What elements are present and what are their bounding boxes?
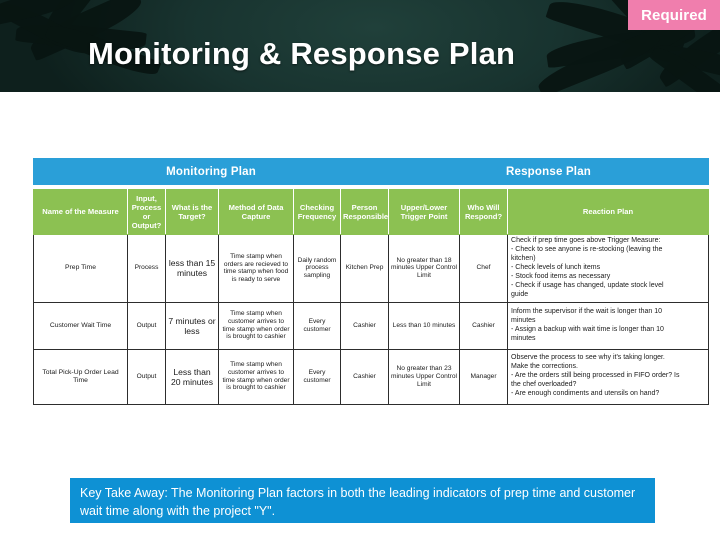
column-header-name-of-measure: Name of the Measure: [33, 189, 128, 235]
cell-target: 7 minutes or less: [165, 301, 219, 350]
cell-trigger: No greater than 18 minutes Upper Control…: [388, 234, 461, 303]
cell-reaction-plan: Check if prep time goes above Trigger Me…: [507, 234, 710, 303]
column-header-target: What is the Target?: [165, 189, 219, 235]
cell-responder: Manager: [459, 348, 509, 405]
cell-measure: Total Pick-Up Order Lead Time: [33, 348, 128, 405]
column-header-who-will-respond: Who Will Respond?: [459, 189, 509, 235]
cell-responder: Chef: [459, 234, 509, 303]
cell-responsible: Cashier: [339, 348, 390, 405]
cell-trigger: No greater than 23 minutes Upper Control…: [388, 348, 461, 405]
cell-reaction-plan: Observe the process to see why it's taki…: [507, 348, 710, 405]
cell-trigger: Less than 10 minutes: [388, 301, 461, 350]
cell-type: Output: [127, 301, 166, 350]
column-header-checking-frequency: Checking Frequency: [293, 189, 341, 235]
table-group-header-row: Monitoring Plan Response Plan: [32, 158, 710, 185]
cell-responsible: Cashier: [339, 301, 390, 350]
cell-measure: Prep Time: [33, 234, 128, 303]
cell-frequency: Every customer: [293, 301, 341, 350]
column-header-method-of-data-capture: Method of Data Capture: [218, 189, 294, 235]
table-row: Customer Wait Time Output 7 minutes or l…: [33, 301, 710, 350]
cell-target: Less than 20 minutes: [165, 348, 219, 405]
page-title: Monitoring & Response Plan: [88, 36, 516, 71]
group-header-monitoring-plan: Monitoring Plan: [32, 158, 390, 185]
cell-capture: Time stamp when customer arrives to time…: [218, 301, 294, 350]
cell-frequency: Daily random process sampling: [293, 234, 341, 303]
column-header-trigger-point: Upper/Lower Trigger Point: [388, 189, 461, 235]
column-header-input-process-output: Input, Process or Output?: [127, 189, 166, 235]
table-row: Total Pick-Up Order Lead Time Output Les…: [33, 348, 710, 405]
key-takeaway-banner: Key Take Away: The Monitoring Plan facto…: [70, 478, 655, 523]
cell-frequency: Every customer: [293, 348, 341, 405]
slide-header-banner: Monitoring & Response Plan Required: [0, 0, 720, 92]
table-column-header-row: Name of the Measure Input, Process or Ou…: [33, 189, 710, 235]
cell-capture: Time stamp when customer arrives to time…: [218, 348, 294, 405]
table-header-spacer: [33, 184, 709, 190]
cell-type: Process: [127, 234, 166, 303]
cell-responder: Cashier: [459, 301, 509, 350]
cell-target: less than 15 minutes: [165, 234, 219, 303]
required-badge: Required: [628, 0, 720, 30]
column-header-reaction-plan: Reaction Plan: [507, 189, 710, 235]
cell-responsible: Kitchen Prep: [339, 234, 390, 303]
group-header-response-plan: Response Plan: [388, 158, 710, 185]
cell-reaction-plan: Inform the supervisor if the wait is lon…: [507, 301, 710, 350]
cell-measure: Customer Wait Time: [33, 301, 128, 350]
cell-type: Output: [127, 348, 166, 405]
column-header-person-responsible: Person Responsible: [339, 189, 390, 235]
cell-capture: Time stamp when orders are recieved to t…: [218, 234, 294, 303]
table-row: Prep Time Process less than 15 minutes T…: [33, 234, 710, 303]
monitoring-response-table: Monitoring Plan Response Plan Name of th…: [32, 158, 710, 405]
